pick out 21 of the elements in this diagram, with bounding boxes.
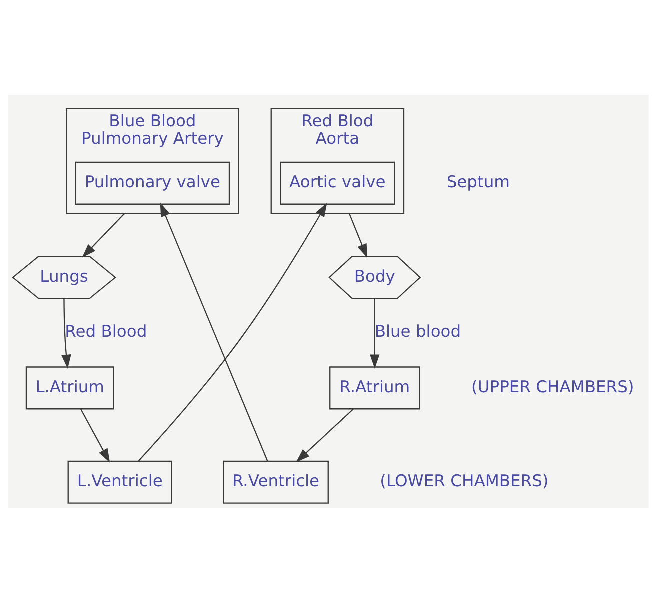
arrow <box>138 202 328 462</box>
node-box: R.Atrium <box>330 366 420 410</box>
arrow <box>62 298 72 368</box>
node-box: R.Ventricle <box>223 460 329 504</box>
label: (UPPER CHAMBERS) <box>472 376 634 396</box>
node-box: L.Atrium <box>26 366 114 410</box>
node-label: Pulmonary Artery <box>81 128 224 148</box>
edge-label: Blue blood <box>374 322 462 341</box>
label: (LOWER CHAMBERS) <box>380 471 549 490</box>
label: Septum <box>446 172 510 192</box>
arrow <box>160 202 268 462</box>
node-label: Aorta <box>316 128 360 148</box>
arrow <box>370 298 380 368</box>
node-box: Aortic valve <box>280 161 396 204</box>
arrow <box>82 212 126 258</box>
node-box: L.Ventricle <box>68 460 172 504</box>
node-box: Pulmonary valve <box>75 161 230 204</box>
arrow <box>80 408 110 462</box>
arrow <box>296 408 354 462</box>
arrow <box>348 212 368 258</box>
edge-label: Red Blood <box>65 322 148 341</box>
